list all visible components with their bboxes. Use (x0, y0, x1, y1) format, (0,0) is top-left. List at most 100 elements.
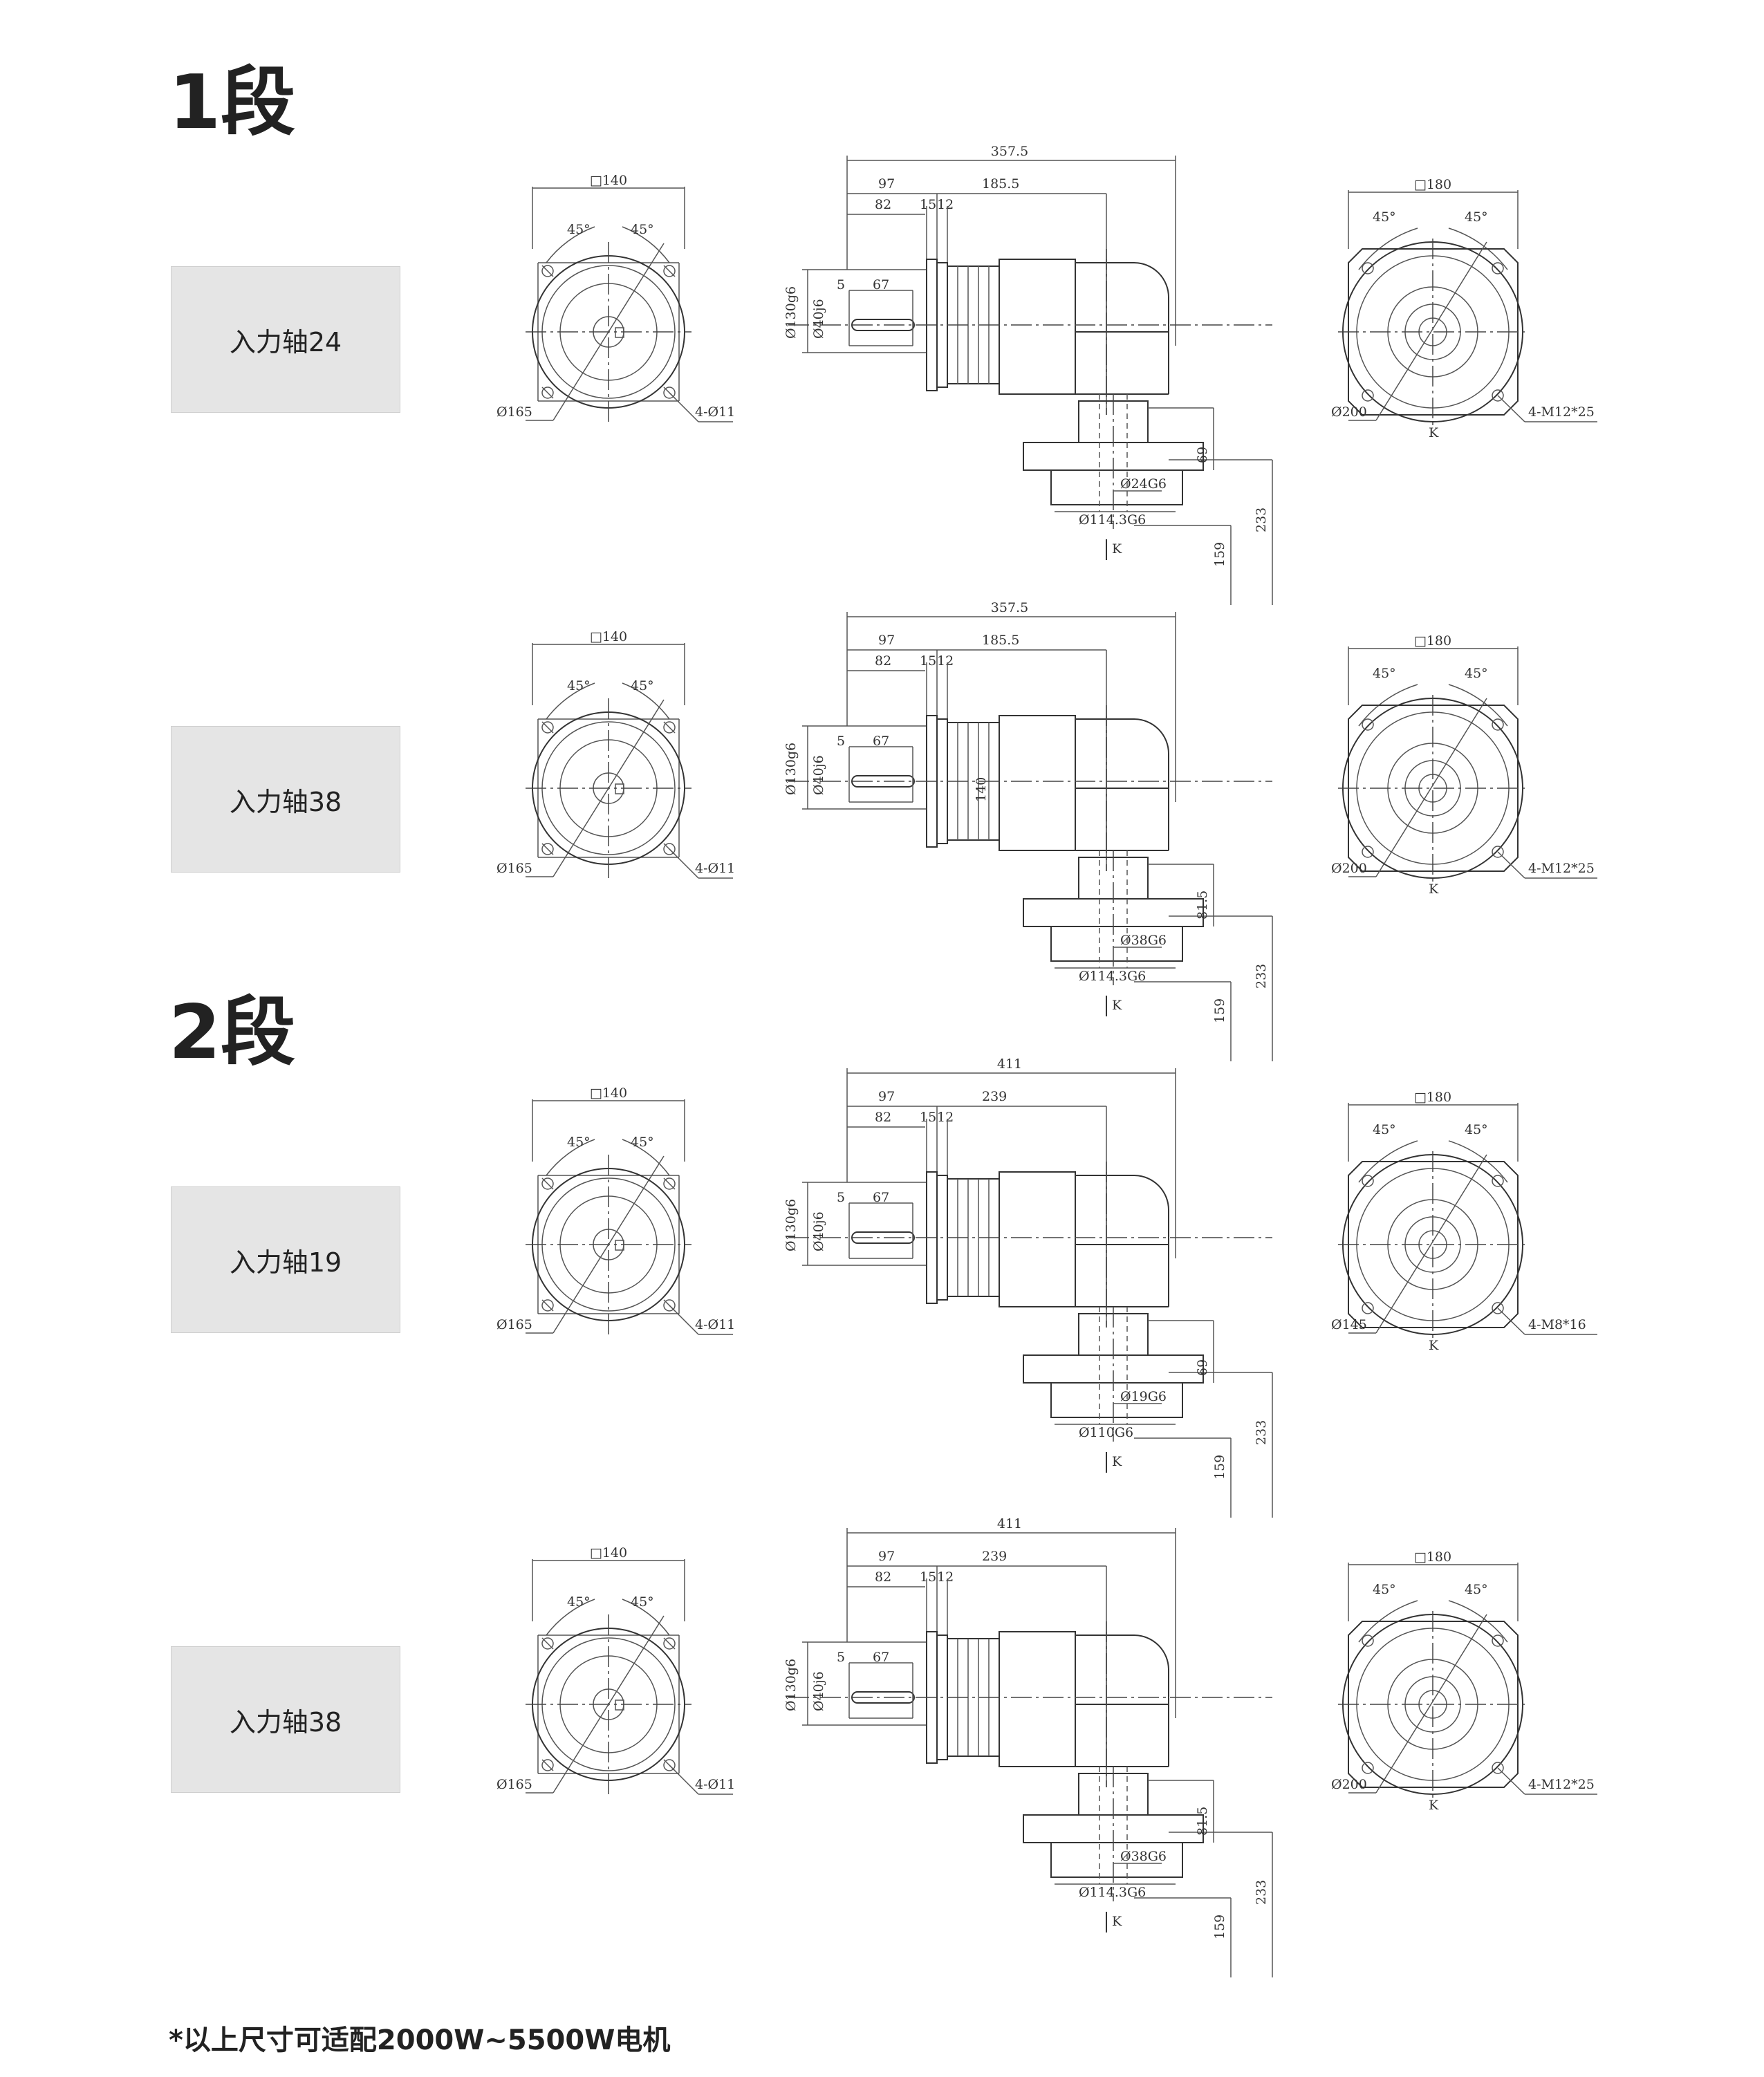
output-flange-view: □180 45° 45° Ø200 4-M12*25 K (1331, 1549, 1597, 1813)
dim-97-label: 97 (878, 176, 895, 192)
height-159-label: 159 (1212, 998, 1227, 1023)
overall-length-label: 411 (997, 1516, 1022, 1531)
output-shaft-block: 233 159 81.5 Ø38G6 Ø114.3G6 K (1023, 850, 1273, 1061)
dim-82-label: 82 (875, 1110, 891, 1125)
dim-15-label: 15 (920, 653, 936, 669)
height-159-label: 159 (1212, 1455, 1227, 1480)
side-view: 411 97 239 82 15 12 5 67 Ø130g6 Ø (783, 1056, 1272, 1328)
angle-left-label: 45° (567, 222, 591, 237)
footnote: *以上尺寸可适配2000W~5500W电机 (169, 2024, 671, 2056)
angle-left-label: 45° (567, 1135, 591, 1150)
output-angle-right-label: 45° (1465, 666, 1488, 681)
output-flange-view: □180 45° 45° Ø200 4-M12*25 K (1331, 177, 1597, 440)
output-holes-label: 4-M12*25 (1528, 404, 1595, 420)
output-shaft-block: 233 159 81.5 Ø38G6 Ø114.3G6 K (1023, 1767, 1273, 1977)
output-angle-right-label: 45° (1465, 209, 1488, 225)
pcd-label: Ø165 (496, 861, 532, 876)
dim-185-label: 185.5 (982, 176, 1019, 192)
angle-left-label: 45° (567, 1594, 591, 1610)
bore1-label: Ø130g6 (783, 286, 799, 339)
holes-label: 4-Ø11 (695, 1777, 735, 1792)
k-view-marker: K (1112, 998, 1122, 1013)
side-view-lower: 233 159 81.5 Ø38G6 Ø114.3G6 K (1023, 850, 1273, 1061)
angle-right-label: 45° (631, 1135, 654, 1150)
side-view: 357.5 97 185.5 82 15 12 5 67 Ø130g6 (783, 600, 1272, 871)
output-holes-label: 4-M12*25 (1528, 1777, 1595, 1792)
bore1-label: Ø130g6 (783, 1659, 799, 1711)
output-shaft-block: 233 159 69 Ø24G6 Ø114.3G6 K (1023, 394, 1273, 605)
angle-right-label: 45° (631, 678, 654, 693)
height-233-label: 233 (1254, 1880, 1269, 1905)
dim-12-label: 12 (937, 1570, 954, 1585)
input-shaft-label: 入力轴24 (171, 266, 400, 413)
dim-67-label: 67 (873, 1650, 889, 1665)
stage-title-1: 1段 (169, 59, 296, 146)
side-view-lower: 233 159 81.5 Ø38G6 Ø114.3G6 K (1023, 1767, 1273, 1977)
bore2-label: Ø40j6 (811, 299, 826, 339)
output-flange-view: □180 45° 45° Ø200 4-M12*25 K (1331, 633, 1597, 897)
dim-82-label: 82 (875, 1570, 891, 1585)
dim-12-label: 12 (937, 653, 954, 669)
output-square-label: □180 (1414, 1090, 1451, 1105)
dim-82-label: 82 (875, 197, 891, 212)
dim-5-label: 5 (837, 734, 845, 749)
flange-square-label: □140 (590, 1545, 627, 1561)
dimension-drawing-row: □140 45° 45° (496, 600, 1597, 897)
input-flange-view: □140 45° 45° (496, 1545, 735, 1795)
dim-185-label: 185.5 (982, 633, 1019, 648)
k-view-marker: K (1112, 541, 1122, 557)
output-angle-left-label: 45° (1373, 1582, 1396, 1597)
bore2-label: Ø40j6 (811, 755, 826, 795)
dim-15-label: 15 (920, 197, 936, 212)
body-height-label: 140 (974, 777, 989, 802)
output-pcd-label: Ø200 (1331, 1777, 1367, 1792)
input-shaft-label: 入力轴38 (171, 726, 400, 873)
dim-67-label: 67 (873, 734, 889, 749)
side-view: 357.5 97 185.5 82 15 12 5 67 Ø130g6 (783, 144, 1272, 415)
pcd-label: Ø165 (496, 404, 532, 420)
angle-right-label: 45° (631, 222, 654, 237)
dimension-drawing-row: □140 45° 45° (496, 144, 1597, 440)
output-holes-label: 4-M8*16 (1528, 1317, 1586, 1332)
pcd-label: Ø165 (496, 1777, 532, 1792)
output-square-label: □180 (1414, 177, 1451, 192)
output-angle-left-label: 45° (1373, 1122, 1396, 1137)
k-view-marker: K (1112, 1454, 1122, 1469)
flange-square-label: □140 (590, 1086, 627, 1101)
output-view-k-label: K (1429, 1338, 1439, 1353)
height-159-label: 159 (1212, 1915, 1227, 1939)
height-159-label: 159 (1212, 542, 1227, 567)
overall-length-label: 357.5 (991, 600, 1028, 615)
input-shaft-label: 入力轴38 (171, 1646, 400, 1793)
bore2-label: Ø40j6 (811, 1211, 826, 1251)
bore1-label: Ø130g6 (783, 1199, 799, 1251)
bore1-label: Ø130g6 (783, 743, 799, 795)
height-233-label: 233 (1254, 507, 1269, 532)
output-bore-label: Ø38G6 (1120, 933, 1167, 948)
height-233-label: 233 (1254, 1420, 1269, 1445)
dim-185-label: 239 (982, 1549, 1007, 1564)
output-square-label: □180 (1414, 1549, 1451, 1565)
output-pilot-label: Ø114.3G6 (1079, 512, 1146, 528)
output-pilot-label: Ø110G6 (1079, 1425, 1133, 1440)
output-flange-view: □180 45° 45° Ø145 4-M8*16 K (1331, 1090, 1597, 1353)
dim-97-label: 97 (878, 633, 895, 648)
output-view-k-label: K (1429, 882, 1439, 897)
dim-5-label: 5 (837, 1650, 845, 1665)
output-angle-right-label: 45° (1465, 1582, 1488, 1597)
overall-length-label: 411 (997, 1056, 1022, 1072)
dim-15-label: 15 (920, 1110, 936, 1125)
dim-5-label: 5 (837, 1190, 845, 1205)
dimension-drawing-row: □140 45° 45° (496, 1516, 1597, 1813)
output-angle-left-label: 45° (1373, 209, 1396, 225)
input-flange-view: □140 45° 45° (496, 1086, 735, 1335)
holes-label: 4-Ø11 (695, 861, 735, 876)
output-view-k-label: K (1429, 1798, 1439, 1813)
k-view-marker: K (1112, 1914, 1122, 1929)
output-shaft-block: 233 159 69 Ø19G6 Ø110G6 K (1023, 1307, 1273, 1518)
side-view-lower: 233 159 69 Ø19G6 Ø110G6 K (1023, 1307, 1273, 1518)
dim-12-label: 12 (937, 197, 954, 212)
output-bore-label: Ø19G6 (1120, 1389, 1167, 1404)
dim-82-label: 82 (875, 653, 891, 669)
output-pilot-label: Ø114.3G6 (1079, 1885, 1146, 1900)
